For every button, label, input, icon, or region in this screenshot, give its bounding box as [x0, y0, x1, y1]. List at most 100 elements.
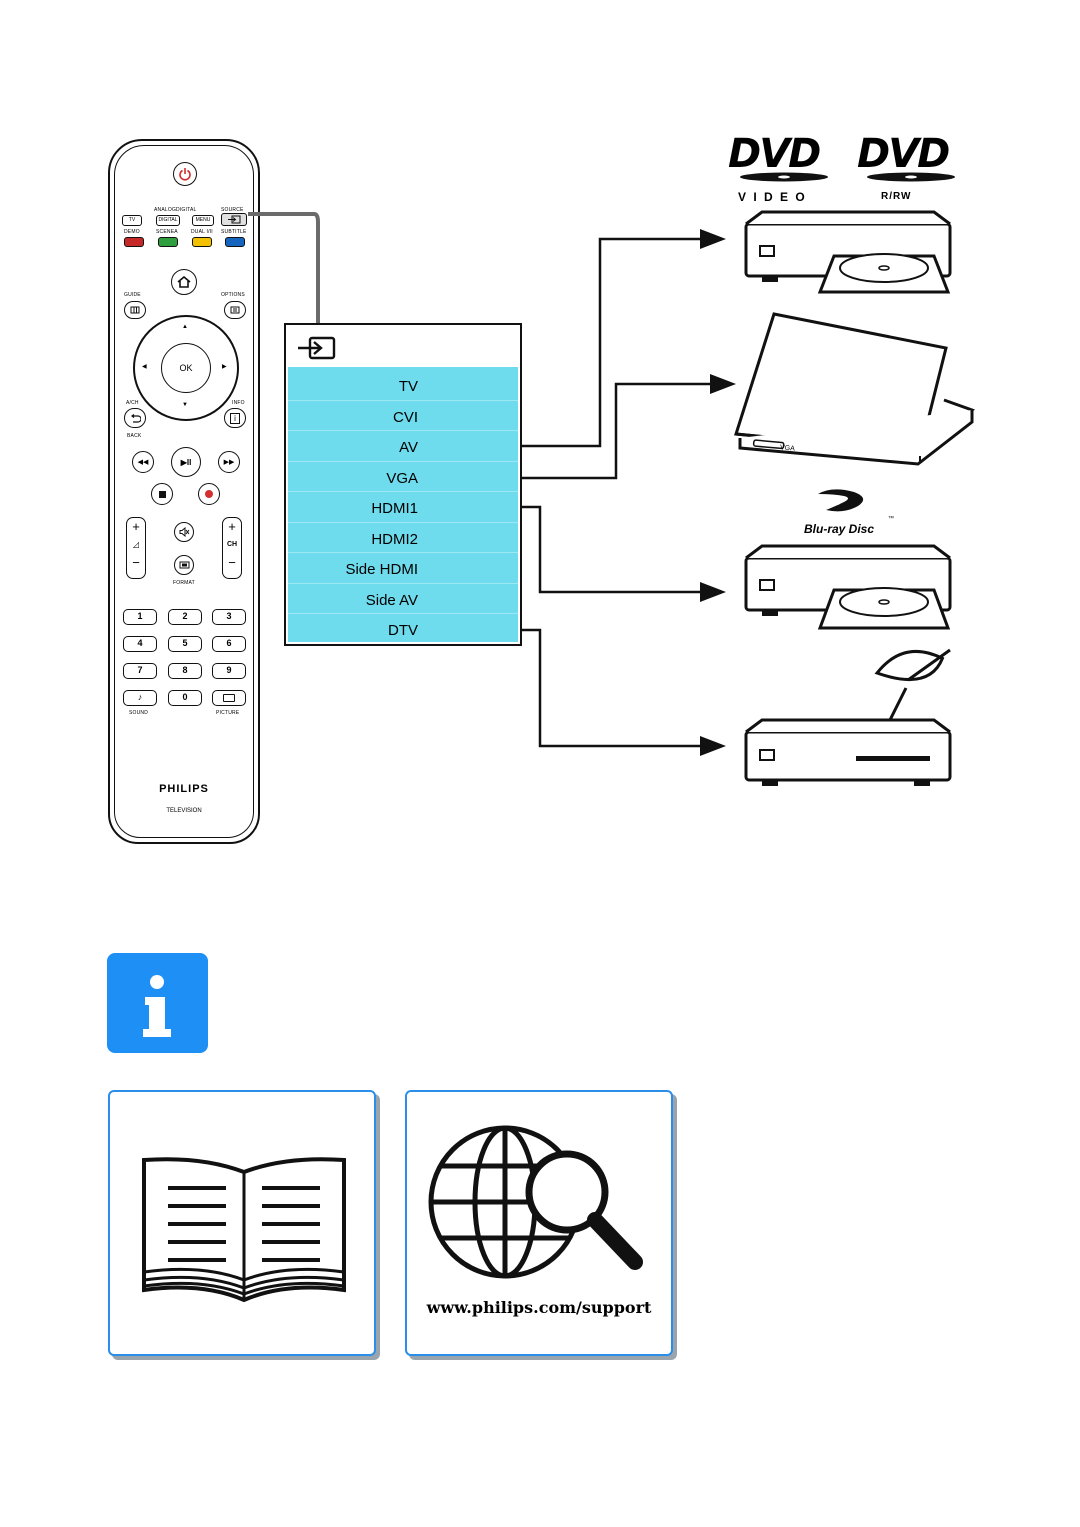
source-icon	[228, 215, 241, 224]
source-item-vga[interactable]: VGA	[386, 470, 418, 487]
info-button[interactable]: i	[224, 408, 246, 428]
rewind-button[interactable]: ◀◀	[132, 451, 154, 473]
separator	[288, 522, 518, 523]
channel-minus-icon: −	[228, 555, 236, 570]
source-menu: TV CVI AV VGA HDMI1 HDMI2 Side HDMI Side…	[284, 323, 522, 646]
dvd-rw-label: R/RW	[881, 191, 912, 202]
up-arrow-icon: ▲	[182, 324, 189, 330]
info-icon	[143, 975, 171, 1037]
guide-label: GUIDE	[124, 292, 141, 298]
source-label: SOURCE	[221, 207, 244, 213]
laptop-vga-label: VGA	[779, 444, 796, 453]
info-label: INFO	[232, 400, 245, 406]
dual-label: DUAL I/II	[191, 229, 213, 235]
yellow-key[interactable]	[192, 237, 212, 247]
subtitle-label: SUBTITLE	[221, 229, 247, 235]
digital-button[interactable]: DIGITAL	[156, 215, 180, 226]
arrowhead-dvd	[700, 229, 726, 249]
satellite-receiver-icon	[744, 648, 952, 786]
separator	[288, 461, 518, 462]
options-button[interactable]	[224, 301, 246, 319]
number-button-3[interactable]: 3	[212, 609, 246, 625]
play-pause-button[interactable]: ▶II	[171, 447, 201, 477]
number-button-2[interactable]: 2	[168, 609, 202, 625]
ach-label: A/CH	[126, 400, 139, 406]
brand-subtitle: TELEVISION	[166, 808, 202, 814]
number-button-9[interactable]: 9	[212, 663, 246, 679]
red-key[interactable]	[124, 237, 144, 247]
bluray-logo: Blu-ray Disc ™	[800, 488, 904, 540]
tv-button[interactable]: TV	[122, 215, 142, 226]
stop-button[interactable]	[151, 483, 173, 505]
source-item-side-hdmi[interactable]: Side HDMI	[345, 561, 418, 578]
format-icon	[179, 561, 189, 569]
dtv-to-satellite-line	[510, 628, 706, 748]
dvd-rw-logo: DVD R/RW	[857, 134, 969, 206]
guide-icon	[130, 306, 140, 314]
arrowhead-bluray	[700, 582, 726, 602]
source-item-side-av[interactable]: Side AV	[365, 592, 418, 609]
demo-label: DEMO	[124, 229, 140, 235]
source-item-av[interactable]: AV	[399, 439, 418, 456]
mute-icon	[179, 527, 189, 537]
volume-rocker[interactable]: + ◿ −	[126, 517, 146, 579]
stop-icon	[158, 490, 166, 498]
picture-label: PICTURE	[216, 710, 240, 716]
source-item-hdmi2[interactable]: HDMI2	[371, 531, 418, 548]
fast-forward-icon: ▶▶	[223, 459, 235, 466]
number-button-6[interactable]: 6	[212, 636, 246, 652]
remote-control: ANALOG DIGITAL SOURCE TV DIGITAL MENU DE…	[108, 139, 260, 844]
number-button-7[interactable]: 7	[123, 663, 157, 679]
number-button-8[interactable]: 8	[168, 663, 202, 679]
ok-button[interactable]: OK	[161, 343, 211, 393]
av-to-dvd-line	[510, 237, 706, 448]
source-item-cvi[interactable]: CVI	[392, 409, 418, 426]
source-icon	[298, 336, 336, 360]
menu-button[interactable]: MENU	[192, 215, 214, 226]
separator	[288, 583, 518, 584]
format-label: FORMAT	[173, 580, 195, 586]
dvd-rw-disc-swoosh-icon	[867, 172, 955, 182]
power-button[interactable]	[173, 162, 197, 186]
green-key[interactable]	[158, 237, 178, 247]
sound-button[interactable]: ♪	[123, 690, 157, 706]
fast-forward-button[interactable]: ▶▶	[218, 451, 240, 473]
number-button-0[interactable]: 0	[168, 690, 202, 706]
options-label: OPTIONS	[221, 292, 245, 298]
hdmi-to-bluray-line	[510, 505, 706, 594]
format-button[interactable]	[174, 555, 194, 575]
channel-rocker[interactable]: + CH −	[222, 517, 242, 579]
number-button-4[interactable]: 4	[123, 636, 157, 652]
user-manual-card[interactable]	[108, 1090, 376, 1356]
dvd-logo-text: DVD	[728, 131, 821, 177]
number-button-5[interactable]: 5	[168, 636, 202, 652]
support-url[interactable]: www.philips.com/support	[426, 1298, 652, 1317]
source-item-dtv[interactable]: DTV	[388, 622, 418, 639]
guide-button[interactable]	[124, 301, 146, 319]
sound-label: SOUND	[129, 710, 149, 716]
mute-button[interactable]	[174, 522, 194, 542]
back-button[interactable]	[124, 408, 146, 428]
info-badge	[107, 953, 208, 1053]
blue-key[interactable]	[225, 237, 245, 247]
bluray-tm: ™	[888, 516, 894, 522]
home-button[interactable]	[171, 269, 197, 295]
number-button-1[interactable]: 1	[123, 609, 157, 625]
volume-minus-icon: −	[132, 555, 140, 570]
record-button[interactable]	[198, 483, 220, 505]
source-item-hdmi1[interactable]: HDMI1	[371, 500, 418, 517]
navigation-ring[interactable]: OK	[133, 315, 239, 421]
rewind-icon: ◀◀	[137, 459, 149, 466]
back-icon	[130, 413, 141, 423]
left-arrow-icon: ◀	[142, 364, 147, 370]
source-button[interactable]	[221, 213, 247, 226]
support-website-card[interactable]: www.philips.com/support	[405, 1090, 673, 1356]
arrowhead-satellite	[700, 736, 726, 756]
source-item-tv[interactable]: TV	[398, 378, 418, 395]
right-arrow-icon: ▶	[222, 364, 227, 370]
ok-label: OK	[179, 363, 193, 373]
music-note-icon: ♪	[137, 692, 143, 702]
picture-button[interactable]	[212, 690, 246, 706]
ch-label: CH	[226, 541, 238, 548]
